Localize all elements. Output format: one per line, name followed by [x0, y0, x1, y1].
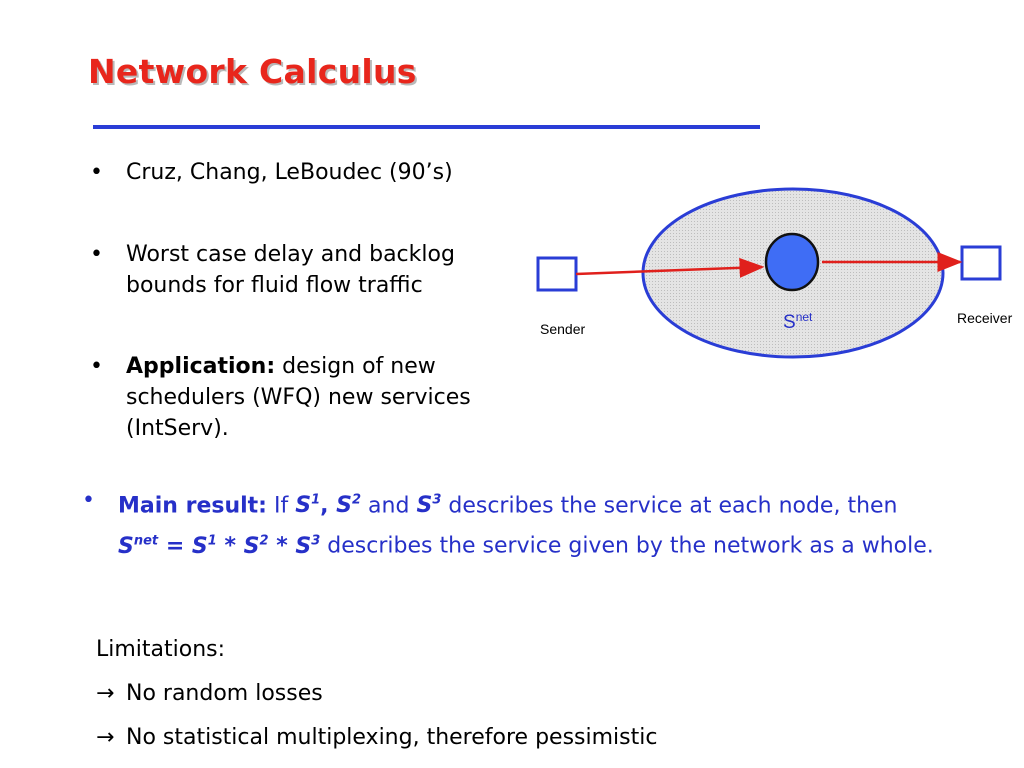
text-fragment: If: [266, 493, 296, 519]
bullet-item-application: • Application: design of new schedulers …: [90, 351, 510, 444]
text-fragment: =: [158, 533, 192, 559]
text-fragment: *: [216, 533, 244, 559]
title-underline: [93, 125, 760, 129]
main-result-text: Main result: If S1, S2 and S3 describes …: [118, 483, 942, 564]
limitation-item: → No statistical multiplexing, therefore…: [96, 716, 657, 760]
arrow-right-icon: →: [96, 681, 115, 706]
bullet-body: design of new schedulers (WFQ) new servi…: [126, 354, 471, 441]
symbol-e3: S3: [295, 533, 321, 559]
text-fragment: describes the service at each node, then: [441, 493, 898, 519]
bullet-dot: •: [90, 242, 103, 267]
arrow-right-icon: →: [96, 725, 115, 750]
symbol-s3: S3: [416, 493, 442, 519]
sender-label: Sender: [540, 321, 585, 337]
receiver-box: [960, 245, 1002, 281]
text-fragment: *: [268, 533, 296, 559]
sender-box: [536, 256, 578, 292]
limitation-text: No statistical multiplexing, therefore p…: [126, 725, 658, 750]
text-fragment: ,: [320, 493, 337, 519]
symbol-s1: S1: [295, 493, 321, 519]
bullet-text: Application: design of new schedulers (W…: [126, 351, 510, 444]
symbol-snet: Snet: [118, 533, 159, 559]
receiver-label: Receiver: [957, 310, 1013, 326]
limitations-heading: Limitations:: [96, 637, 226, 662]
node-label: Snet: [783, 310, 813, 333]
bullet-item-bounds: • Worst case delay and backlog bounds fo…: [90, 239, 530, 301]
slide-title: Network Calculus: [88, 52, 417, 91]
text-fragment: and: [361, 493, 417, 519]
limitations-section: Limitations: → No random losses → No sta…: [96, 628, 657, 760]
network-diagram: Sender Receiver Snet: [536, 187, 1013, 359]
network-node: [764, 232, 820, 292]
bullet-dot: •: [90, 160, 103, 185]
symbol-e2: S2: [243, 533, 269, 559]
text-fragment: describes the service given by the netwo…: [320, 533, 934, 559]
bullet-label: Application:: [126, 354, 276, 379]
bullet-item-authors: • Cruz, Chang, LeBoudec (90’s): [90, 157, 453, 188]
bullet-dot: •: [90, 354, 103, 379]
symbol-e1: S1: [191, 533, 217, 559]
limitation-item: → No random losses: [96, 672, 657, 716]
bullet-dot: •: [82, 488, 95, 513]
main-result-bullet: • Main result: If S1, S2 and S3 describe…: [82, 483, 942, 564]
bullet-text: Cruz, Chang, LeBoudec (90’s): [126, 160, 453, 185]
main-result-label: Main result:: [118, 493, 267, 519]
bullet-text: Worst case delay and backlog bounds for …: [126, 242, 455, 298]
limitation-text: No random losses: [126, 681, 323, 706]
sender-link: [575, 257, 765, 278]
symbol-s2: S2: [336, 493, 362, 519]
